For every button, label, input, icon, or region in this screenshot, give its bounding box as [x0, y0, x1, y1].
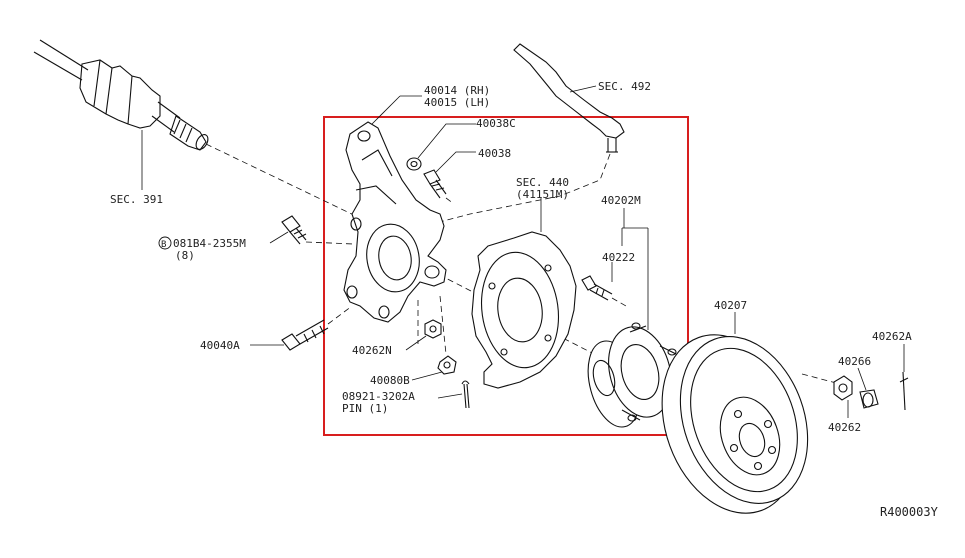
washer-40080b-leader	[411, 371, 443, 381]
sec-492-leader	[569, 85, 597, 93]
pin-40262a	[899, 371, 909, 411]
bolt-40038-leader	[435, 151, 476, 173]
bolt-prefix-badge: B	[158, 236, 172, 250]
drive-shaft	[33, 39, 209, 151]
hub-bolt-axis	[611, 297, 627, 307]
bolt-40038	[423, 169, 447, 199]
clip-label: 40266	[838, 355, 871, 368]
hub-bolt-40222	[581, 275, 613, 301]
cotter-pin-qty-label: PIN (1)	[342, 402, 388, 415]
knuckle-leader	[371, 95, 401, 125]
baffle-plate	[471, 231, 577, 389]
assembly-axis	[205, 143, 361, 219]
tie-rod-axis	[431, 153, 611, 225]
sec-440-label: SEC. 440	[516, 176, 569, 189]
nut-40262n-label: 40262N	[352, 344, 392, 357]
brake-rotor	[661, 334, 809, 514]
washer-40038c-leader	[417, 123, 476, 159]
washer-40038c	[406, 157, 422, 171]
pin-40262a-label: 40262A	[872, 330, 912, 343]
cotter-pin-leader	[437, 393, 463, 399]
washer-40080b	[437, 355, 457, 375]
hub-assembly	[587, 322, 681, 428]
bolt-081b4	[281, 215, 307, 245]
washer-40080b-label: 40080B	[370, 374, 410, 387]
sec-391-label: SEC. 391	[110, 193, 163, 206]
washer-40038c-label: 40038C	[476, 117, 516, 130]
bolt-40040a	[281, 319, 329, 351]
nut-40262n	[424, 319, 442, 339]
cotter-pin-label: 08921-3202A	[342, 390, 415, 403]
bolt-40038-axis	[445, 197, 455, 205]
knuckle-rh-label: 40014 (RH)	[424, 84, 490, 97]
baffle-code-label: (41151M)	[516, 188, 569, 201]
bolt-40040a-label: 40040A	[200, 339, 240, 352]
rotor-label: 40207	[714, 299, 747, 312]
bolt-081b4-axis	[305, 241, 355, 245]
bolt-prefix-label: B	[161, 240, 166, 250]
hub-label: 40202M	[601, 194, 641, 207]
bolt-40040a-axis	[327, 305, 353, 325]
bolt-qty-label: (8)	[175, 249, 195, 262]
wheel-nut-label: 40262	[828, 421, 861, 434]
steering-knuckle	[343, 121, 447, 323]
hub-bolt-label: 40222	[602, 251, 635, 264]
bolt-081b4-leader	[269, 231, 289, 244]
reference-code: R400003Y	[880, 505, 939, 519]
cotter-pin	[461, 380, 470, 409]
bolt-40038-label: 40038	[478, 147, 511, 160]
knuckle-lh-label: 40015 (LH)	[424, 96, 490, 109]
bolt-081b4-label: 081B4-2355M	[173, 237, 246, 250]
sec-492-label: SEC. 492	[598, 80, 651, 93]
clip-40266	[859, 389, 879, 409]
clip-leader	[857, 367, 867, 391]
tie-rod-end	[513, 43, 625, 153]
wheel-nut-40262	[833, 375, 853, 401]
nut-40262n-leader	[405, 335, 427, 351]
highlight-frame	[323, 116, 689, 436]
hub-bracket	[621, 227, 649, 330]
